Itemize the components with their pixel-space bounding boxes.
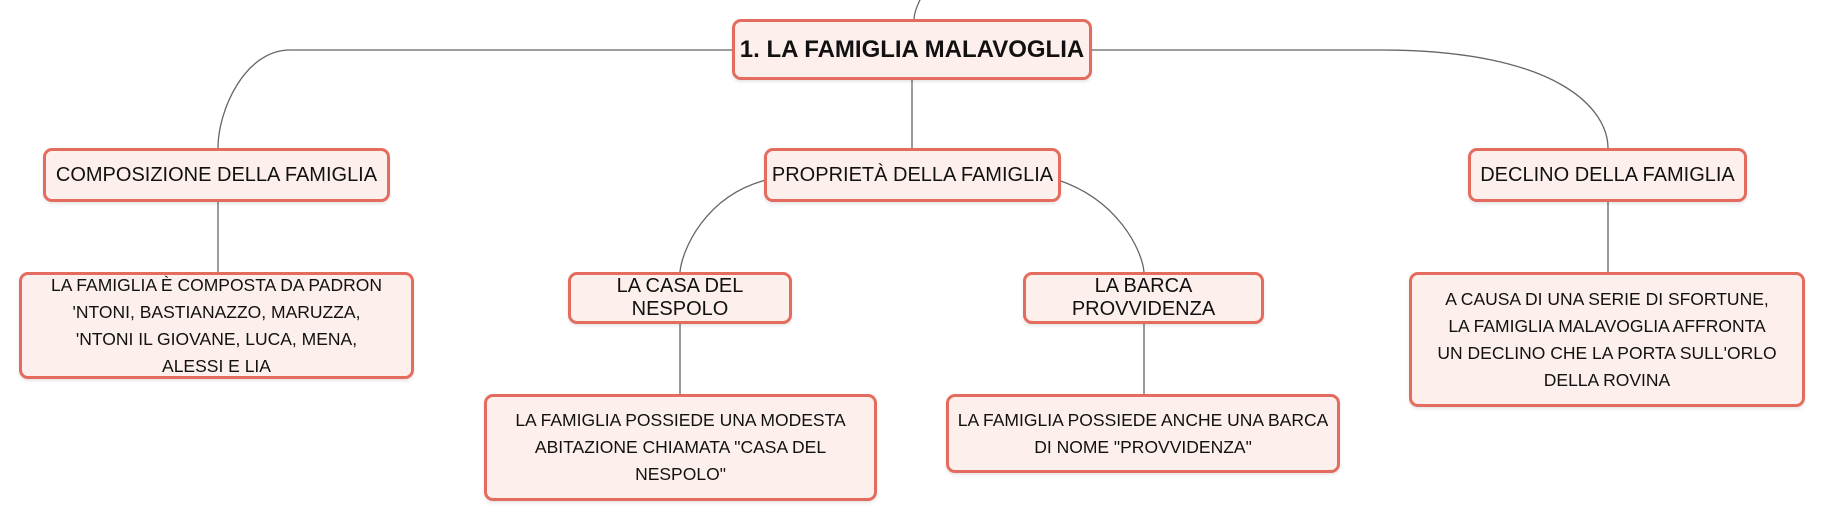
detail-node-composition-text: LA FAMIGLIA È COMPOSTA DA PADRON 'NTONI,… xyxy=(51,274,382,376)
detail-node-boat-text: LA FAMIGLIA POSSIEDE ANCHE UNA BARCA DI … xyxy=(957,409,1329,457)
detail-node-composition[interactable]: LA FAMIGLIA È COMPOSTA DA PADRON 'NTONI,… xyxy=(19,272,414,379)
detail-node-house-text: LA FAMIGLIA POSSIEDE UNA MODESTA ABITAZI… xyxy=(515,410,846,484)
detail-node-decline-text: A CAUSA DI UNA SERIE DI SFORTUNE, LA FAM… xyxy=(1437,288,1777,390)
subtopic-node-boat[interactable]: LA BARCA PROVVIDENZA xyxy=(1023,272,1264,324)
connector-root-decline xyxy=(1092,49,1609,149)
detail-node-decline[interactable]: A CAUSA DI UNA SERIE DI SFORTUNE, LA FAM… xyxy=(1409,272,1805,407)
subtopic-node-house-label: LA CASA DEL NESPOLO xyxy=(616,275,744,320)
root-node[interactable]: 1. LA FAMIGLIA MALAVOGLIA xyxy=(732,19,1092,80)
connector-property-house xyxy=(679,179,767,273)
detail-node-boat[interactable]: LA FAMIGLIA POSSIEDE ANCHE UNA BARCA DI … xyxy=(946,394,1340,473)
branch-node-composition-label: COMPOSIZIONE DELLA FAMIGLIA xyxy=(55,163,378,186)
subtopic-node-house[interactable]: LA CASA DEL NESPOLO xyxy=(568,272,792,324)
branch-node-decline-label: DECLINO DELLA FAMIGLIA xyxy=(1480,163,1735,186)
subtopic-node-boat-label: LA BARCA PROVVIDENZA xyxy=(1071,275,1216,320)
branch-node-property-label: PROPRIETÀ DELLA FAMIGLIA xyxy=(771,163,1054,186)
root-node-title: 1. LA FAMIGLIA MALAVOGLIA xyxy=(739,35,1085,63)
connector-property-boat xyxy=(1057,179,1145,273)
branch-node-property[interactable]: PROPRIETÀ DELLA FAMIGLIA xyxy=(764,148,1061,202)
branch-node-composition[interactable]: COMPOSIZIONE DELLA FAMIGLIA xyxy=(43,148,390,202)
branch-node-decline[interactable]: DECLINO DELLA FAMIGLIA xyxy=(1468,148,1747,202)
detail-node-house[interactable]: LA FAMIGLIA POSSIEDE UNA MODESTA ABITAZI… xyxy=(484,394,877,501)
connector-to-parent xyxy=(913,0,921,21)
connector-root-composition xyxy=(217,49,732,149)
